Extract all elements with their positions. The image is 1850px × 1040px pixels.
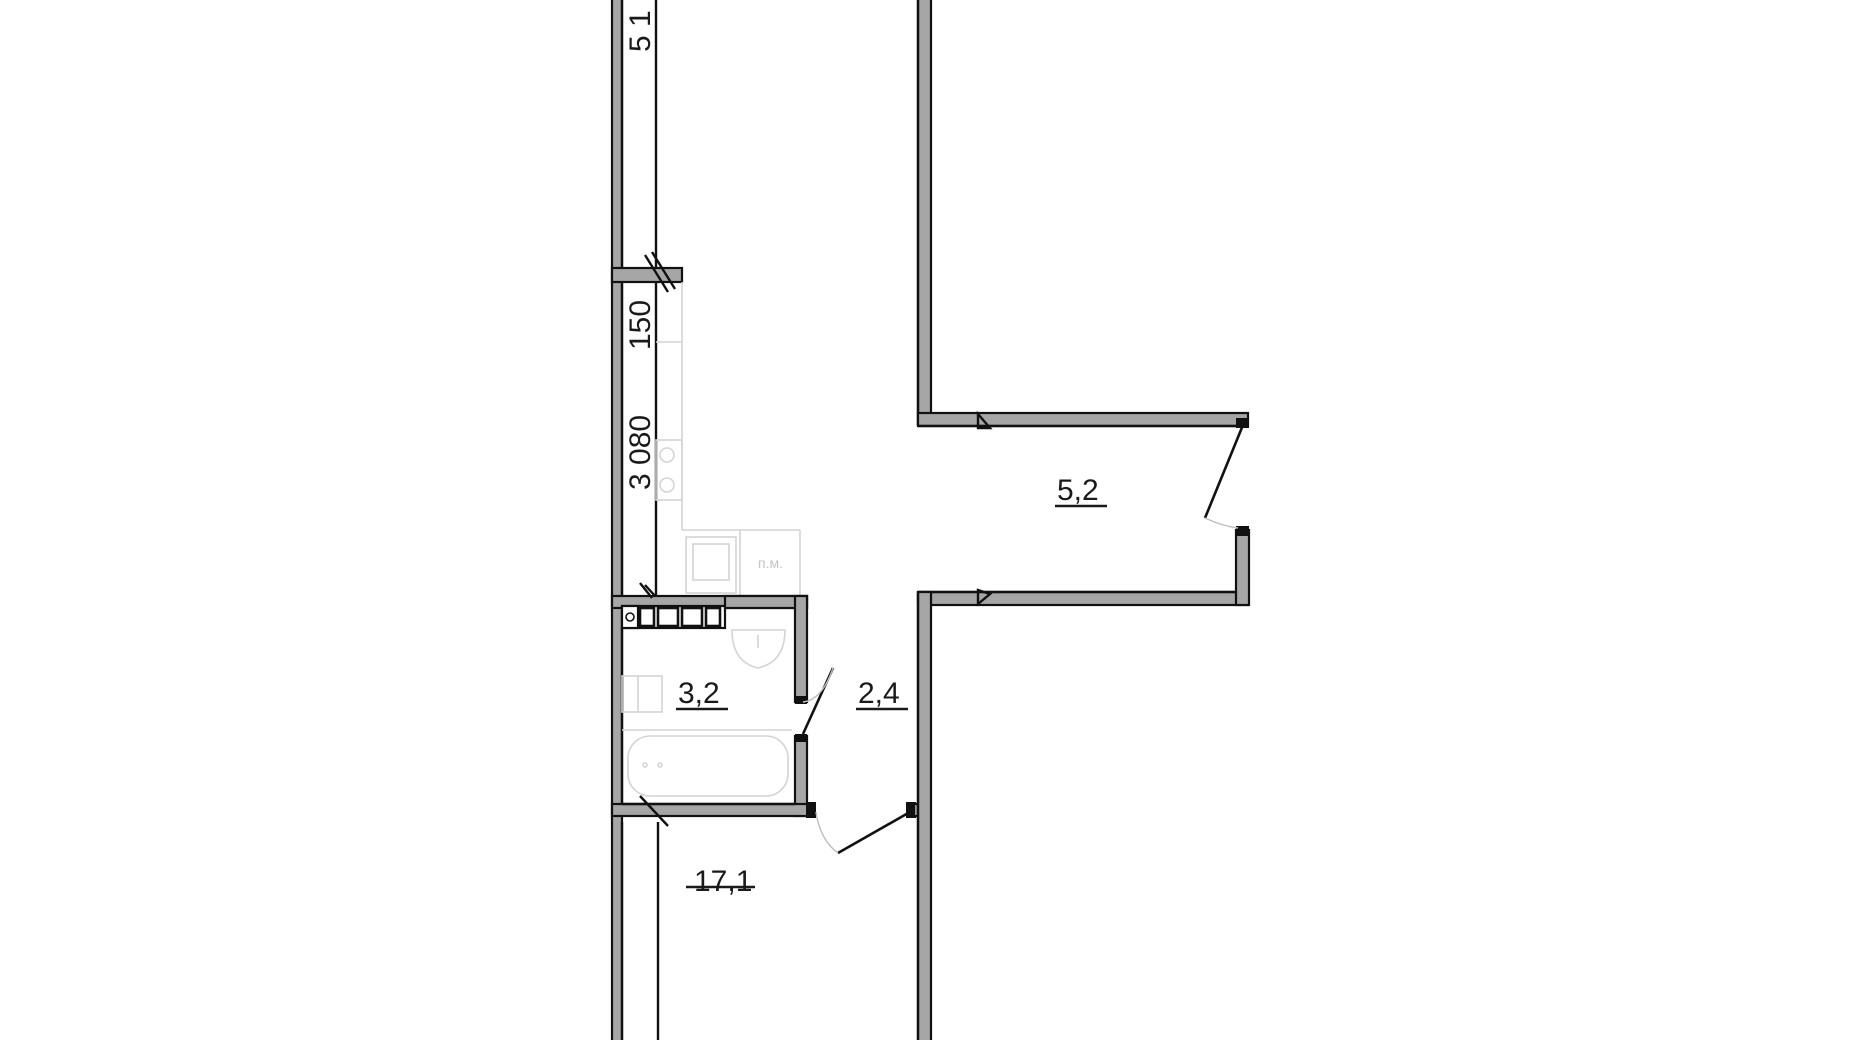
washing-machine-spot: п.м. [758, 555, 783, 571]
svg-text:2,4: 2,4 [858, 677, 900, 710]
washbasin-icon [731, 629, 786, 669]
svg-text:5 1: 5 1 [624, 10, 657, 52]
svg-text:3 080: 3 080 [624, 415, 657, 490]
window-line [654, 0, 660, 1040]
entrance-door[interactable] [1203, 424, 1245, 529]
bathroom-walls [610, 594, 816, 827]
vent-circle-icon [625, 612, 635, 622]
room-door[interactable] [815, 802, 932, 855]
svg-text:5,2: 5,2 [1057, 474, 1099, 507]
left-exterior-wall [610, 0, 624, 1040]
room-area-living-room: 17,1 [686, 865, 755, 898]
sink-icon [685, 536, 737, 594]
svg-text:п.м.: п.м. [758, 555, 783, 571]
room-area-corridor: 5,2 [1055, 474, 1107, 508]
room-area-hallway: 2,4 [856, 677, 908, 711]
room-area-bathroom: 3,2 [676, 677, 728, 711]
wall-marker-icon [976, 588, 993, 607]
kitchen-counter [655, 282, 801, 598]
dimension-top: 5 1 [624, 10, 657, 52]
svg-text:17,1: 17,1 [694, 865, 752, 898]
hallway-right-wall [916, 0, 1251, 1040]
dimension-150: 150 [624, 300, 657, 350]
wall-marker-icon [976, 410, 993, 430]
wall-sill-upper [610, 251, 684, 293]
toilet-icon [621, 675, 663, 713]
bathtub-icon [622, 729, 792, 797]
dimension-3080: 3 080 [624, 415, 657, 490]
bathroom-door[interactable] [801, 667, 835, 735]
svg-text:3,2: 3,2 [678, 677, 720, 710]
svg-text:150: 150 [624, 300, 657, 350]
